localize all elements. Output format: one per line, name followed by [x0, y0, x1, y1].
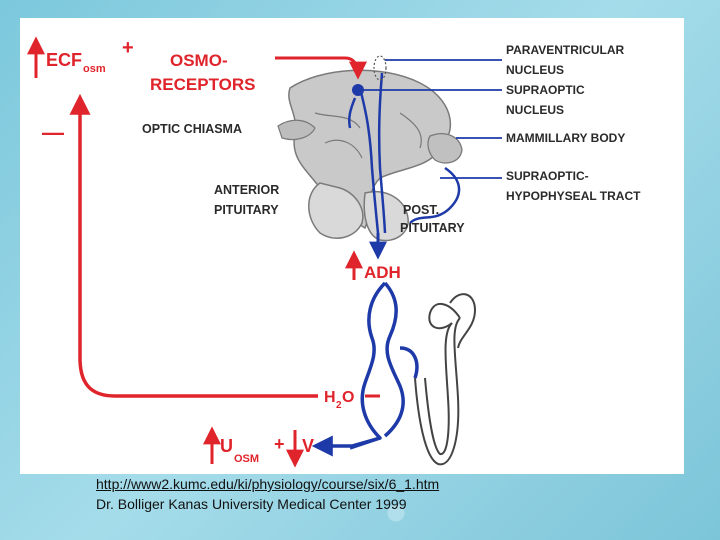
- optic-chiasma-label: OPTIC CHIASMA: [142, 122, 242, 136]
- paraventricular-line2: NUCLEUS: [506, 63, 564, 77]
- u-osm-subscript: OSM: [234, 453, 259, 465]
- feedback-loop-arrow: [69, 93, 318, 398]
- u-label: U: [220, 436, 233, 456]
- mammillary-label: MAMMILLARY BODY: [506, 131, 625, 145]
- diagram-panel: ECF osm + OSMO- RECEPTORS — OPTIC CHIASM…: [20, 18, 684, 474]
- water-h: H: [324, 389, 336, 406]
- ecf-subscript: osm: [83, 63, 106, 75]
- v-label: V: [302, 436, 314, 456]
- posterior-pituitary-line1: POST.: [403, 203, 439, 217]
- supraoptic-nucleus-shape: [352, 84, 364, 96]
- tract-line2: HYPOPHYSEAL TRACT: [506, 189, 641, 203]
- nephron: [349, 281, 419, 450]
- supraoptic-hypophyseal-tract: [347, 72, 461, 234]
- supraoptic-line1: SUPRAOPTIC: [506, 83, 585, 97]
- ecf-label: ECF: [46, 50, 82, 70]
- credit-text: Dr. Bolliger Kanas University Medical Ce…: [96, 496, 407, 512]
- source-link[interactable]: http://www2.kumc.edu/ki/physiology/cours…: [96, 476, 440, 492]
- anterior-pituitary-line2: PITUITARY: [214, 203, 279, 217]
- plus-bottom: +: [274, 434, 285, 454]
- osmo-line1: OSMO-: [170, 51, 228, 70]
- anterior-pituitary-shape: [308, 182, 364, 239]
- urine-outflow-arrow: [311, 435, 381, 457]
- water-o: O: [342, 389, 354, 406]
- paraventricular-line1: PARAVENTRICULAR: [506, 43, 625, 57]
- plus-top: +: [122, 37, 134, 59]
- osmoreceptor-arrow: [275, 56, 367, 80]
- adh-label: ADH: [364, 263, 401, 282]
- loop-of-henle: [414, 293, 477, 466]
- paraventricular-nucleus-shape: [373, 55, 387, 81]
- adh-feedback-diagram: ECF osm + OSMO- RECEPTORS — OPTIC CHIASM…: [27, 36, 641, 468]
- osmo-line2: RECEPTORS: [150, 75, 256, 94]
- supraoptic-line2: NUCLEUS: [506, 103, 564, 117]
- minus-sign: —: [42, 120, 64, 145]
- water-subscript: 2: [336, 400, 342, 411]
- anterior-pituitary-line1: ANTERIOR: [214, 183, 279, 197]
- optic-chiasma-shape: [277, 119, 316, 141]
- mammillary-body-shape: [427, 133, 463, 164]
- tract-line1: SUPRAOPTIC-: [506, 169, 589, 183]
- leader-lines: [362, 59, 502, 179]
- posterior-pituitary-line2: PITUITARY: [400, 221, 465, 235]
